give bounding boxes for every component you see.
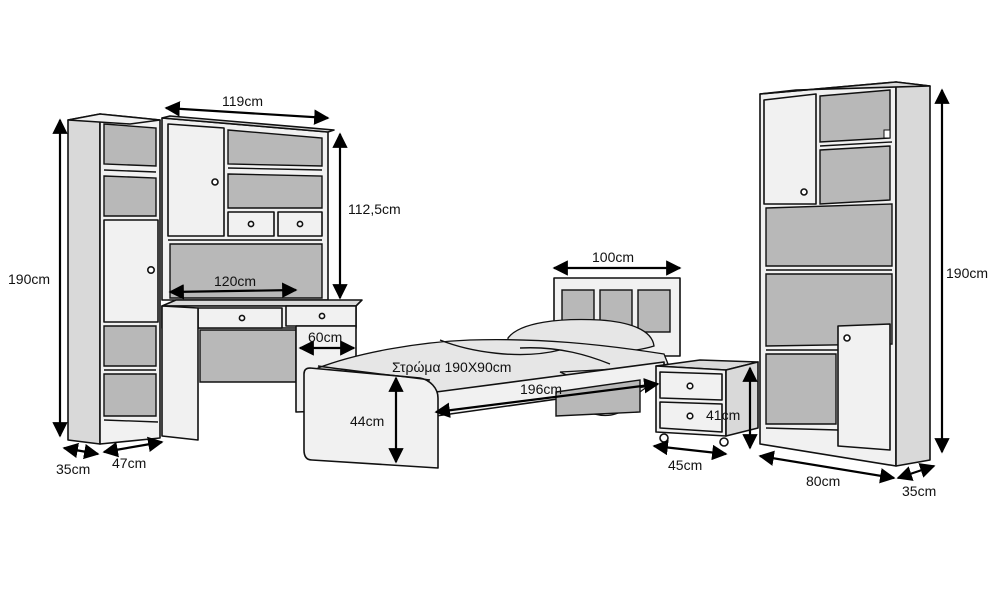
left-wardrobe-side: [67, 113, 101, 445]
dim-bed-length: [434, 378, 660, 418]
dim-hutch-width: [164, 101, 330, 125]
dimension-lines: [52, 88, 950, 484]
dimension-labels: 190cm 35cm 47cm 119cm 112,5cm 120cm 60cm…: [8, 93, 988, 499]
label-bookcase-width: 80cm: [806, 473, 840, 489]
label-desk-depth: 60cm: [308, 329, 342, 345]
desk-left-leg: [161, 305, 199, 441]
right-bookcase-upper-door: [763, 93, 817, 205]
right-bookcase-upper-knob: [800, 188, 808, 196]
left-wardrobe-top: [67, 113, 161, 125]
right-bookcase: [759, 81, 931, 467]
right-bookcase-side: [895, 81, 931, 467]
bed-footboard: [303, 367, 439, 469]
desk-top: [161, 299, 363, 307]
dim-left-wardrobe-width: [102, 436, 164, 458]
nightstand: [655, 359, 759, 447]
dim-left-wardrobe-depth: [62, 442, 100, 460]
dim-bookcase-depth: [896, 463, 936, 481]
left-wardrobe: [67, 113, 161, 445]
label-left-wardrobe-depth: 35cm: [56, 461, 90, 477]
desk-hutch-door: [167, 123, 225, 237]
label-left-wardrobe-width: 47cm: [112, 455, 146, 471]
label-bed-height: 44cm: [350, 413, 384, 429]
label-hutch-height: 112,5cm: [348, 201, 401, 217]
left-wardrobe-knob: [147, 265, 156, 274]
label-desk-width: 120cm: [214, 273, 256, 289]
label-mattress: Στρώμα 190Χ90cm: [392, 359, 511, 375]
right-bookcase-lower-door: [837, 323, 891, 451]
right-bookcase-lower-knob: [843, 334, 851, 342]
desk-hutch-knob: [211, 178, 219, 186]
label-bookcase-height: 190cm: [946, 265, 988, 281]
label-nightstand-width: 45cm: [668, 457, 702, 473]
left-wardrobe-door: [103, 219, 159, 323]
label-bed-length: 196cm: [520, 381, 562, 397]
label-hutch-width: 119cm: [222, 93, 263, 109]
dim-nightstand-width: [652, 439, 728, 461]
label-nightstand-height: 41cm: [706, 407, 740, 423]
label-bookcase-depth: 35cm: [902, 483, 936, 499]
dim-bookcase-width: [758, 450, 896, 484]
label-headboard-width: 100cm: [592, 249, 634, 265]
dim-desk-width: [168, 282, 298, 300]
label-left-wardrobe-height: 190cm: [8, 271, 50, 287]
